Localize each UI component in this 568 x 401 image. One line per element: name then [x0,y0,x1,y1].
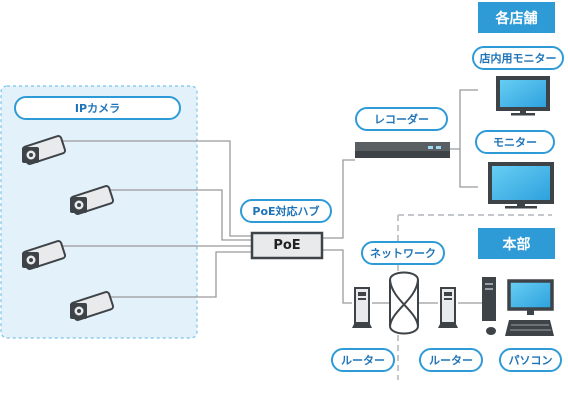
line-poe-recorder [322,159,355,239]
network-icon [389,271,419,335]
camera-area-label: IPカメラ [14,96,181,120]
in-store-monitor-icon[interactable] [496,76,550,116]
store-header: 各店舗 [478,2,555,33]
network-label: ネットワーク [361,241,445,265]
camera-icon[interactable] [69,291,115,321]
line-poe-router [322,249,352,304]
connection-lines [60,89,482,304]
poe-hub-label: PoE対応ハブ [240,199,332,223]
monitor-icon[interactable] [488,162,554,209]
poe-switch-icon[interactable] [250,231,324,260]
camera-icon[interactable] [69,185,115,215]
router-icon[interactable] [352,287,372,328]
poe-switch-text: PoE [273,238,301,253]
pc-label: パソコン [499,348,562,372]
monitor-label: モニター [475,130,555,154]
router-icon[interactable] [438,287,458,328]
in-store-monitor-label: 店内用モニター [472,46,564,70]
line-camera4-poe [108,251,252,298]
camera-icon[interactable] [21,240,67,270]
camera-icon[interactable] [21,135,67,165]
line-camera1-poe [60,140,252,237]
line-camera2-poe [108,189,252,241]
router-left-label: ルーター [331,348,395,372]
line-recorder-monitors [450,89,478,150]
headquarters-header: 本部 [478,228,555,259]
recorder-icon[interactable] [355,142,450,158]
recorder-label: レコーダー [355,107,448,131]
pc-icon[interactable] [482,277,554,336]
router-right-label: ルーター [419,348,483,372]
